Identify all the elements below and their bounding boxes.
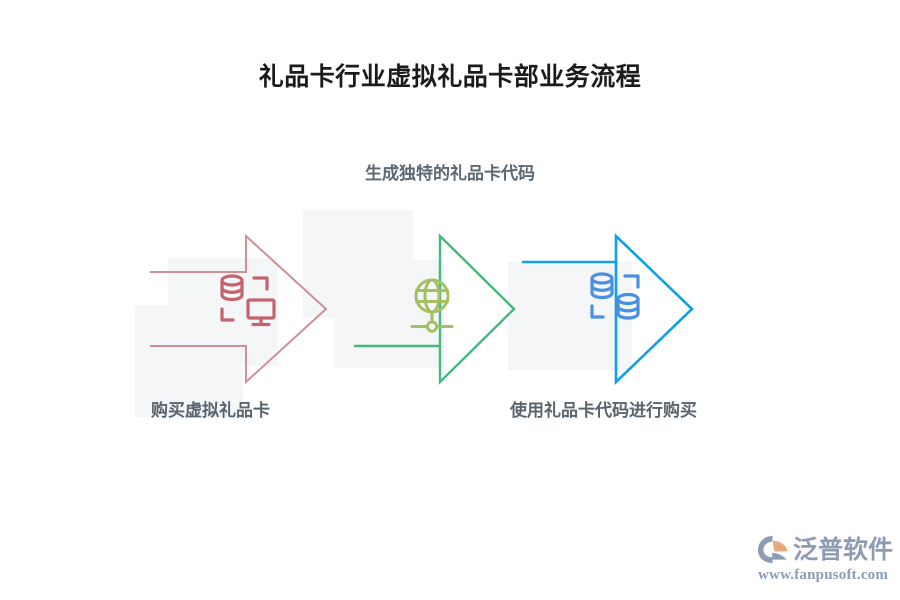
database-monitor-icon [220, 274, 276, 327]
brand-watermark: 泛普软件 www.fanpusoft.com [757, 534, 893, 588]
decorative-rectangle [334, 260, 444, 368]
arrow-shape-1 [150, 233, 328, 385]
brand-name: 泛普软件 [793, 535, 894, 564]
process-step-3[interactable] [520, 232, 752, 386]
globe-network-icon [410, 278, 454, 333]
arrow-shape-2 [354, 233, 516, 385]
arrow-shape-3 [522, 232, 694, 386]
page-title: 礼品卡行业虚拟礼品卡部业务流程 [258, 63, 642, 91]
process-step-2[interactable] [352, 233, 584, 385]
brand-row: 泛普软件 [757, 534, 893, 565]
step-label-purchase-card: 购买虚拟礼品卡 [151, 401, 270, 420]
brand-url: www.fanpusoft.com [758, 567, 889, 583]
dual-database-icon [590, 272, 640, 320]
step-label-redeem-code: 使用礼品卡代码进行购买 [510, 401, 697, 420]
step-label-generate-code: 生成独特的礼品卡代码 [365, 164, 535, 183]
fanpu-logo-icon [758, 535, 788, 564]
process-step-1[interactable] [148, 233, 380, 385]
